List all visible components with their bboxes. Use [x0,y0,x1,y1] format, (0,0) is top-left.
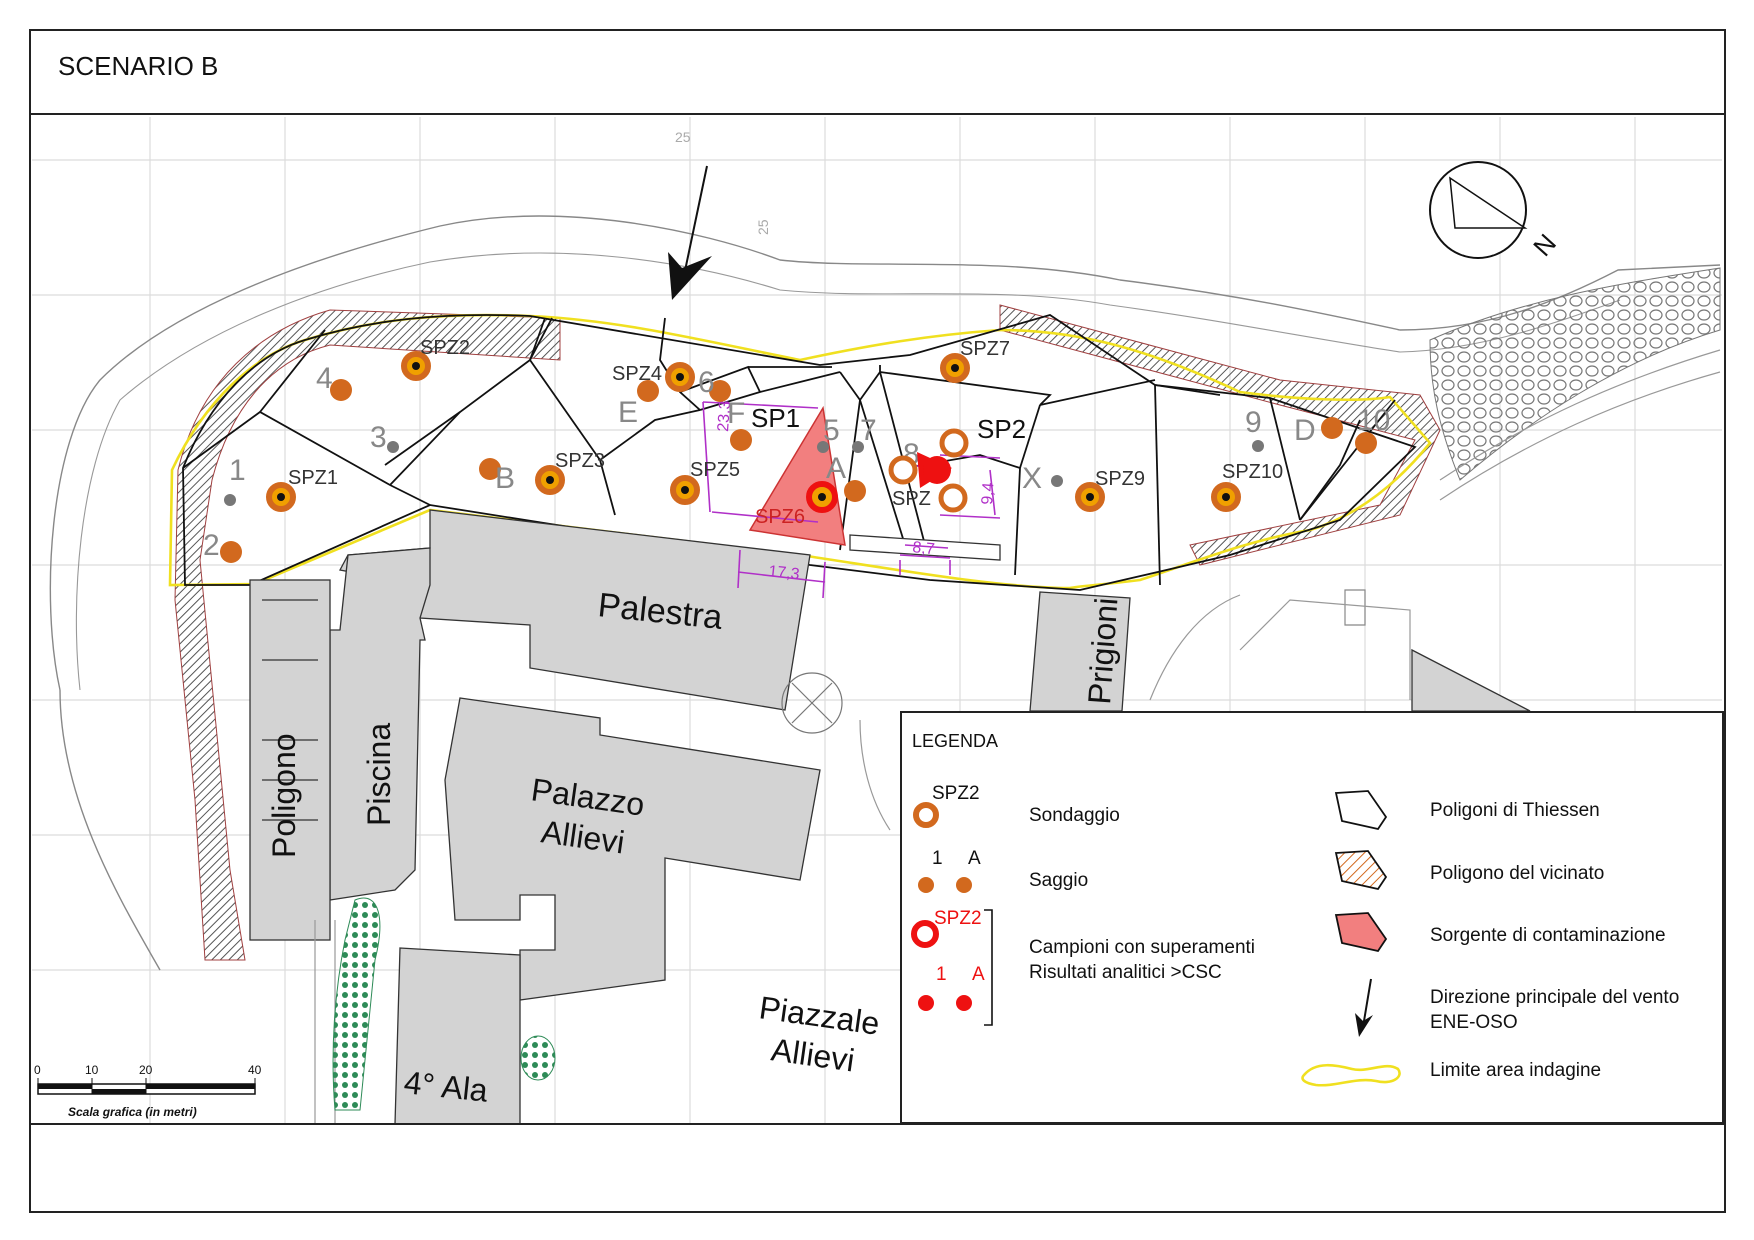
sondaggio-exceed-spz6-center [818,493,826,501]
exceed-point-sp2 [923,456,951,484]
saggio-label-10: 10 [1357,404,1390,437]
saggio-label-6: 6 [698,366,715,399]
legend-exceed-saggio-icon [918,995,972,1011]
legend-title: LEGENDA [912,731,999,751]
saggio-label-a: A [826,452,846,485]
legend-wind-arrow-icon [1355,978,1373,1037]
saggio-label-3: 3 [370,421,387,454]
buildings [249,509,1531,1125]
label-piazzale-2: Allievi [769,1031,857,1078]
legend-saggio-letter: A [968,848,981,869]
saggio-label-e: E [618,396,638,429]
scale-caption: Scala grafica (in metri) [68,1105,197,1119]
wind-arrow [668,165,712,300]
sond-label-spz: SPZ [892,488,931,510]
label-prigioni: Prigioni [1081,597,1124,706]
scale-tick-0: 0 [34,1063,41,1077]
sond-label-spz4: SPZ4 [612,363,662,385]
scale-tick-10: 10 [85,1063,99,1077]
sond-label-spz3: SPZ3 [555,450,605,472]
sond-label-spz6: SPZ6 [755,506,805,528]
label-piscina: Piscina [361,723,397,826]
dim-9-4: 9,4 [979,482,998,505]
rock-area [1429,267,1721,481]
saggio-label-7: 7 [860,414,877,447]
dim-23-3: 23,3 [715,400,734,432]
saggio-label-f: F [727,397,745,430]
title-bar: SCENARIO B [29,29,1726,115]
legend-limit-icon [1301,1063,1401,1087]
dim-17-3: 17,3 [768,563,801,583]
legend-exceed-letter: A [972,964,985,985]
legend-sorgente-label: Sorgente di contaminazione [1430,925,1666,946]
sond-label-spz10: SPZ10 [1222,461,1283,483]
grid-label-top: 25 [675,129,691,145]
legend-sondaggio-icon [913,802,939,828]
saggio-label-b: B [495,462,515,495]
label-quarta-ala: 4° Ala [402,1064,489,1109]
saggio-label-5: 5 [823,414,840,447]
scale-tick-40: 40 [248,1063,262,1077]
cliff-hatch [174,309,561,961]
legend-bracket [984,909,993,1026]
saggio-label-x: X [1022,462,1042,495]
scale-tick-20: 20 [139,1063,153,1077]
legend-thiessen-icon [1334,790,1388,831]
open-sondaggi-sp2 [888,428,969,513]
saggio-label-9: 9 [1245,406,1262,439]
sond-label-spz1: SPZ1 [288,467,338,489]
source-label-sp2: SP2 [977,414,1026,444]
legend-vicinato-icon [1334,850,1388,891]
thiessen-polygons [182,314,1417,591]
building-labels: Palestra Piscina Poligono Palazzo Alliev… [266,586,1124,1109]
legend-sorgente-icon [1334,912,1388,953]
label-poligono: Poligono [266,733,302,858]
legend-wind-line1: Direzione principale del vento [1430,987,1680,1008]
legend-exceed-code: SPZ2 [934,908,982,929]
coastline-outer [49,215,1721,971]
coast-road [1439,349,1721,501]
sond-label-spz2: SPZ2 [420,337,470,359]
page-title: SCENARIO B [58,51,219,81]
legend-thiessen-label: Poligoni di Thiessen [1430,800,1600,821]
legend-sondaggio-code: SPZ2 [932,783,980,804]
legend-exceed-sondaggio-icon [911,920,939,948]
garden-round [520,1035,556,1081]
saggio-label-d: D [1294,414,1316,447]
sondaggi-centers [277,362,1230,501]
legend-limit-label: Limite area indagine [1430,1060,1602,1081]
sondaggi-labels: SPZ1 SPZ2 SPZ3 SPZ4 SPZ5 SPZ6 SPZ7 SPZ S… [288,337,1283,528]
sond-label-spz9: SPZ9 [1095,468,1145,490]
garden-trees [332,897,381,1111]
grid-label-side: 25 [755,219,771,235]
saggio-orange-points [220,379,1377,563]
legend-exceed-line2: Risultati analitici >CSC [1029,962,1222,983]
map-frame [29,29,1726,1213]
legend-saggio-label: Saggio [1029,870,1089,891]
saggio-label-1: 1 [229,454,246,487]
source-label-sp1: SP1 [751,403,800,433]
legend-saggio-icon [918,877,972,893]
saggio-letter-labels: A B D E F X [495,396,1316,495]
legend-wind-line2: ENE-OSO [1430,1012,1518,1033]
sond-label-spz5: SPZ5 [690,459,740,481]
saggio-label-2: 2 [203,529,220,562]
sond-label-spz7: SPZ7 [960,338,1010,360]
saggio-grey-points [224,440,1264,506]
saggio-label-4: 4 [316,362,333,395]
north-label: N [1527,228,1562,262]
legend-saggio-number: 1 [932,848,943,869]
legend-sondaggio-label: Sondaggio [1029,805,1120,826]
north-arrow: N [1429,161,1562,262]
legend-exceed-line1: Campioni con superamenti [1029,937,1256,958]
source-labels: SP1 SP2 [751,403,1026,444]
dimension-labels: 23,3 17,3 8,7 9,4 [715,400,998,583]
legend: LEGENDA SPZ2 Sondaggio 1 A Saggio SPZ2 C… [900,711,1724,1124]
legend-exceed-number: 1 [936,964,947,985]
coastline-inner [75,252,1621,691]
scale-bar: 0 10 20 40 Scala grafica (in metri) [34,1063,262,1119]
legend-vicinato-label: Poligono del vicinato [1430,863,1605,884]
dim-8-7: 8,7 [912,539,936,558]
